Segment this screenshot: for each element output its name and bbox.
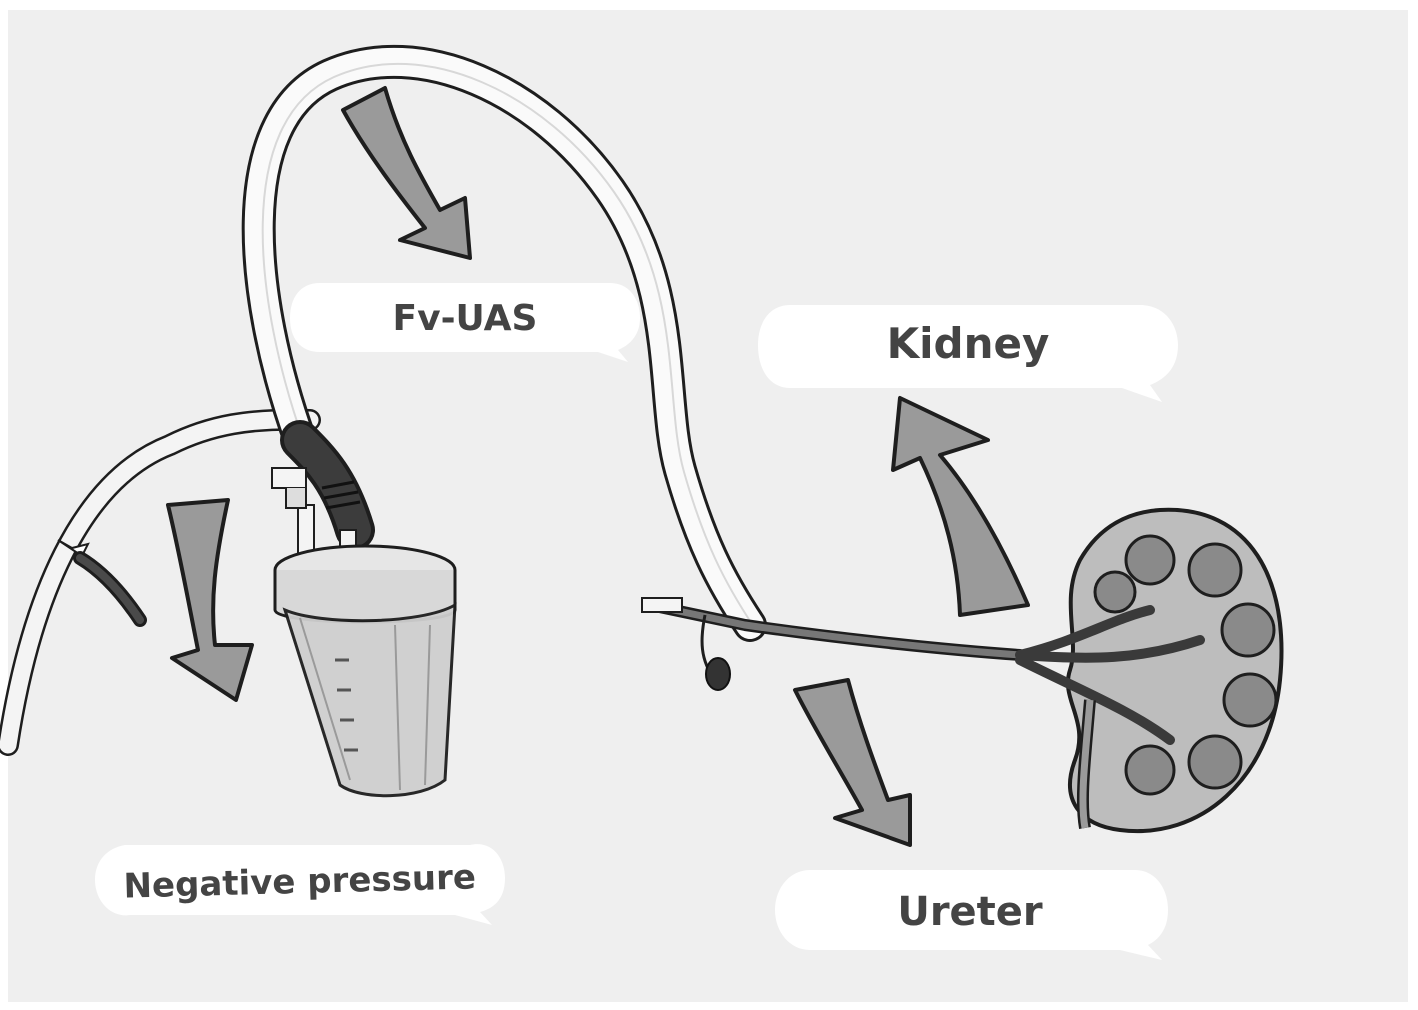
label-bubble-fv-uas: Fv-UAS	[290, 283, 640, 362]
label-bubble-ureter: Ureter	[775, 870, 1168, 960]
flow-arrow-1	[341, 86, 472, 260]
label-bubble-negative-pressure: Negative pressure	[95, 844, 505, 925]
canister-connector-hose	[280, 420, 375, 550]
flow-arrow-4	[793, 678, 912, 847]
label-negative-pressure: Negative pressure	[123, 857, 476, 906]
flow-arrow-2	[166, 498, 254, 702]
suction-canister	[271, 467, 457, 798]
label-bubble-kidney: Kidney	[758, 305, 1178, 402]
label-kidney: Kidney	[887, 319, 1050, 368]
access-sheath	[641, 597, 1026, 691]
tube-clamp	[73, 551, 147, 627]
label-fv-uas: Fv-UAS	[393, 298, 538, 339]
kidney-illustration	[1015, 507, 1284, 834]
label-ureter: Ureter	[897, 889, 1043, 935]
fv-uas-tube	[241, 44, 767, 642]
flow-arrow-3	[891, 396, 1030, 617]
